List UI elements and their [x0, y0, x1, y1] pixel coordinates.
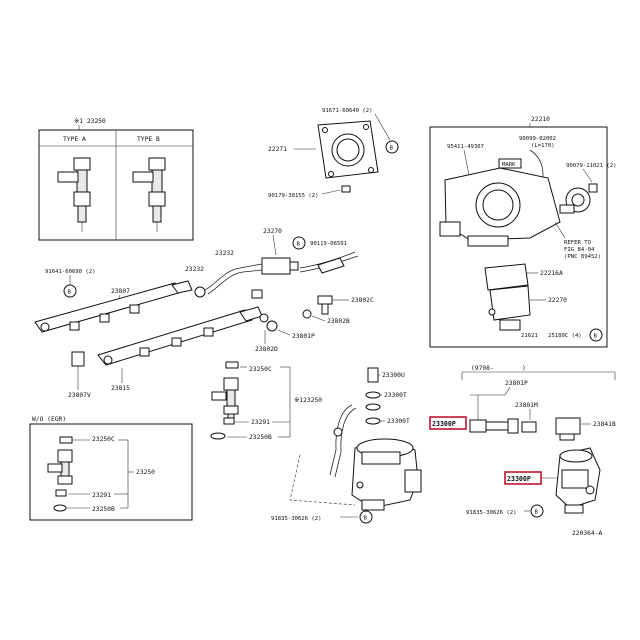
part-23815-label: 23815	[111, 385, 130, 392]
mark-tag	[498, 158, 522, 169]
idle-air-valve	[484, 263, 531, 331]
part-90119-label: 90119-06591	[310, 241, 347, 247]
part-23300t-label-a: 23300T	[384, 392, 407, 399]
part-23270-label: 23270	[263, 228, 282, 235]
part-23807-label: 23807	[111, 288, 130, 295]
part-23232-label-a: 23232	[215, 250, 234, 257]
fuel-rail-lower	[97, 306, 263, 366]
part-23291-label-a: 23291	[251, 419, 270, 426]
svg-text:B: B	[535, 510, 539, 516]
part-23232-label-b: 23232	[185, 266, 204, 273]
part-23300p-highlight-a[interactable]	[429, 416, 467, 430]
fuel-pump-23300	[351, 438, 422, 511]
part-91641-label: 91641-60690 (2)	[45, 269, 96, 275]
part-23801p-label-b: 23801P	[505, 380, 528, 387]
svg-text:B: B	[390, 146, 394, 152]
part-23801m-label: 23801M	[515, 402, 538, 409]
type-b-label: TYPE B	[137, 136, 160, 143]
part-123250-label: ※123250	[294, 397, 322, 404]
fuel-pump-center-group: 23300U 23300T 23300T 23300P 91835-30626 …	[271, 367, 467, 524]
part-22270-label: 22270	[548, 297, 567, 304]
throttle-body-22210	[439, 167, 598, 247]
part-90099-label: 90099-02002	[519, 136, 556, 142]
part-91835-label-a: 91835-30626 (2)	[271, 516, 322, 522]
connector-23841b	[555, 417, 581, 441]
part-23300p-label-b: 23300P	[507, 475, 531, 483]
refer-fig-label: FIG 84-04	[564, 247, 595, 253]
egr-box: W/O (EGR) 23250C 23250 23291 23250B	[29, 416, 193, 521]
part-23250c-label-b: 23250C	[92, 436, 115, 443]
fuel-pump-23300p-right	[555, 447, 601, 514]
part-23841b-label: 23841B	[593, 421, 616, 428]
injector-type-a	[57, 157, 91, 232]
part-90099-length-label: (L=170)	[531, 143, 555, 149]
part-21621-label: 21621	[521, 333, 538, 339]
part-22216a-label: 22216A	[540, 270, 563, 277]
throttle-body-box: 22210 90099-02002 (L=170) 95411-49307 MA…	[429, 116, 617, 348]
part-25180c-label: 25180C (4)	[548, 333, 582, 339]
ref-b-circle	[385, 140, 399, 154]
hose-23801p	[469, 418, 519, 434]
fuel-pump-right-group: (9708- ) 23801P 23801M 23841B 23300P	[461, 365, 616, 537]
part-23802d-label: 23802D	[255, 346, 278, 353]
ref-b-circle-2: B	[594, 334, 598, 340]
fuel-rail-group: 23270 B 90119-06591 23232 23232 91641-60…	[34, 228, 374, 399]
mark-label: MARK	[502, 162, 516, 168]
svg-text:B: B	[364, 516, 368, 522]
footer-code-label: 220364-A	[572, 530, 603, 537]
damper-23807v	[71, 351, 85, 367]
fuel-rail-upper	[34, 280, 193, 333]
spacer-22271-group: 91671-60640 (2) B 22271 90179-38155 (2)	[268, 108, 399, 199]
part-23250b-label-a: 23250B	[249, 434, 272, 441]
part-9708-label: (9708-	[471, 365, 494, 372]
part-22271-label: 22271	[268, 146, 287, 153]
ref-23250-top-label: ※1 23250	[74, 118, 106, 125]
part-23300u-label: 23300U	[382, 372, 405, 379]
injector-mid	[211, 377, 239, 419]
refer-pnc-label: (PNC 89452)	[564, 254, 601, 260]
part-95411-label: 95411-49307	[447, 144, 484, 150]
part-23250c-label-a: 23250C	[249, 366, 272, 373]
part-23250-label-c: 23250	[136, 469, 155, 476]
part-90179-label: 90179-38155 (2)	[268, 193, 319, 199]
part-90079-label: 90079-11021 (2)	[566, 163, 617, 169]
part-23807v-label: 23807V	[68, 392, 91, 399]
svg-text:B: B	[297, 242, 301, 248]
part-23250b-label-b: 23250B	[92, 506, 115, 513]
part-23801p-label-a: 23801P	[292, 333, 315, 340]
part-23291-label-b: 23291	[92, 492, 111, 499]
part-23300t-label-b: 23300T	[387, 418, 410, 425]
part-23802c-label: 23802C	[351, 297, 374, 304]
part-22210-label: 22210	[531, 116, 550, 123]
injector-type-box: ※1 23250 TYPE A TYPE B	[38, 118, 194, 241]
refer-to-label: REFER TO	[564, 240, 592, 246]
type-a-label: TYPE A	[63, 136, 86, 143]
injector-type-b	[132, 157, 166, 232]
pressure-regulator-23270	[261, 251, 359, 275]
part-91671-label: 91671-60640 (2)	[322, 108, 373, 114]
part-9708-close-label: )	[522, 365, 526, 372]
part-23802b-label: 23802B	[327, 318, 350, 325]
injector-egr	[47, 436, 73, 485]
svg-text:B: B	[68, 290, 72, 296]
egr-label: W/O (EGR)	[32, 416, 66, 423]
part-91835-label-b: 91835-30626 (2)	[466, 510, 517, 516]
part-23300p-label-a: 23300P	[432, 420, 456, 428]
injector-stack: 23250C ※123250 23291 23250B	[210, 361, 322, 441]
